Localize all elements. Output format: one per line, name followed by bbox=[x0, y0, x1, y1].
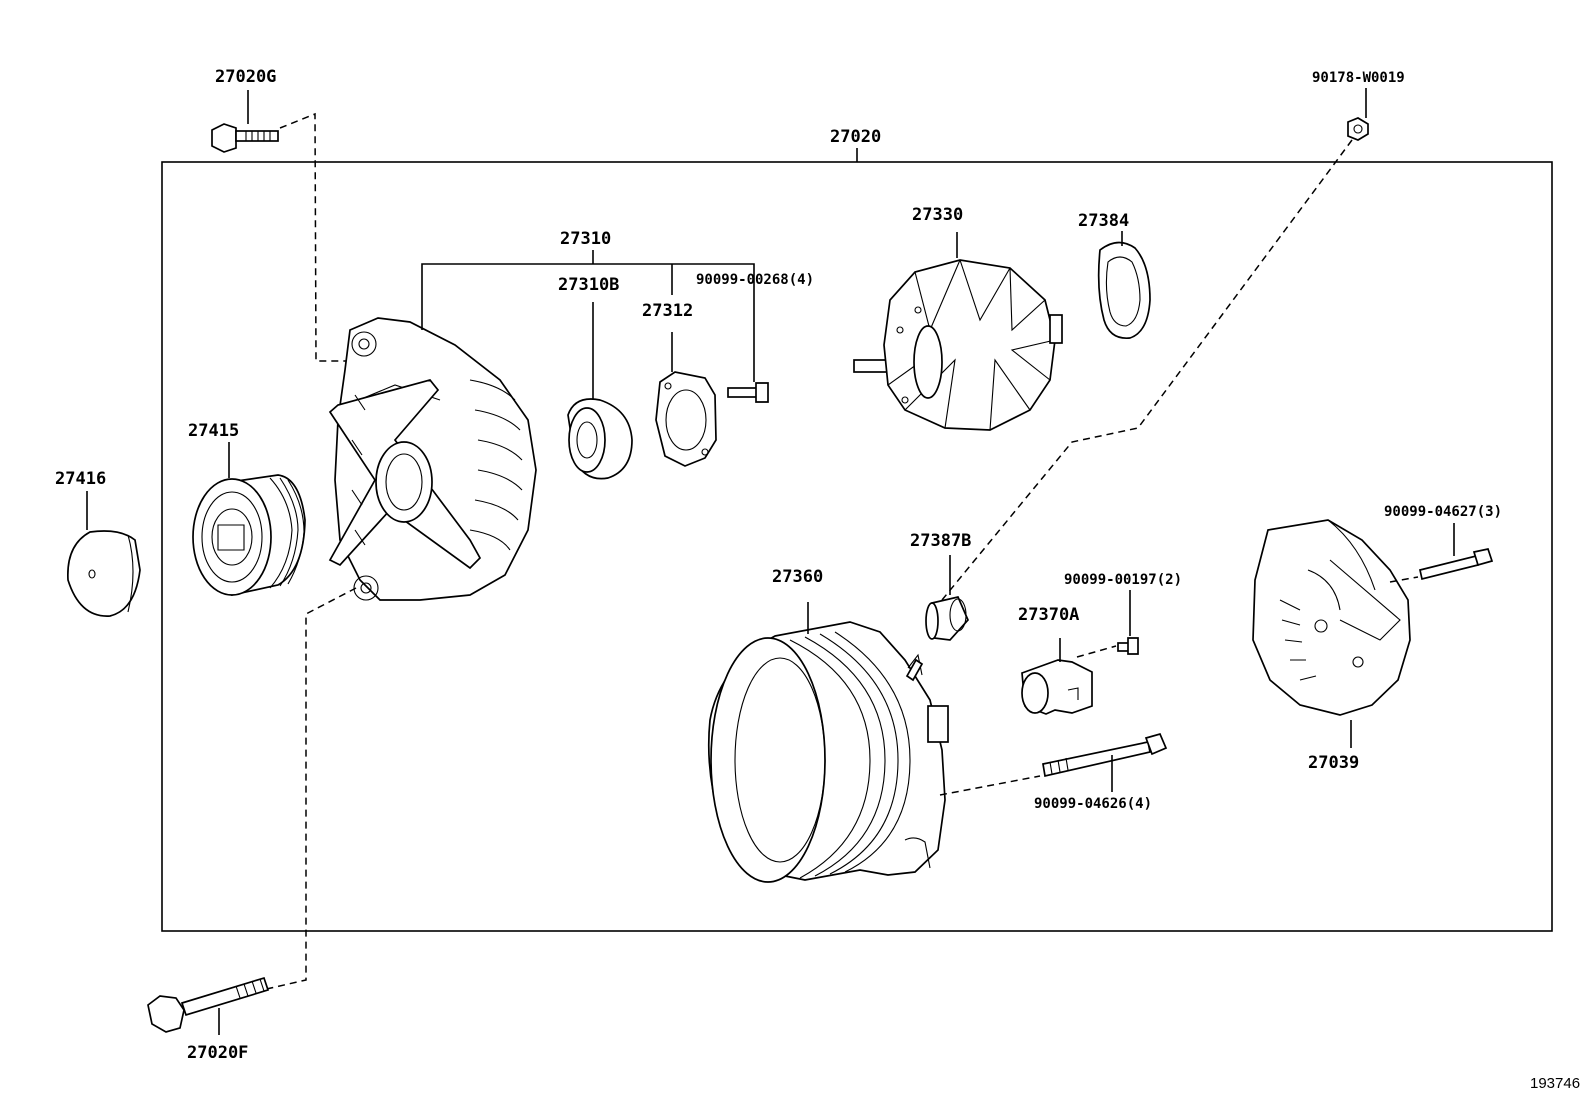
nut-90178-W0019[interactable] bbox=[1347, 117, 1369, 141]
rear-end-cover-27039[interactable] bbox=[1252, 519, 1411, 716]
rotor-27330[interactable] bbox=[853, 259, 1063, 431]
bolt-90099-04627[interactable] bbox=[1418, 548, 1494, 581]
label-27330: 27330 bbox=[912, 205, 963, 225]
pulley-27415[interactable] bbox=[192, 474, 306, 597]
cap-27416[interactable] bbox=[67, 530, 141, 617]
label-27415: 27415 bbox=[188, 421, 239, 441]
label-27360: 27360 bbox=[772, 567, 823, 587]
label-27020: 27020 bbox=[830, 127, 881, 147]
brush-holder-27370A[interactable] bbox=[1021, 659, 1093, 715]
bearing-27310B[interactable] bbox=[567, 398, 633, 480]
label-90099-00268: 90099-00268(4) bbox=[696, 272, 814, 288]
bolt-27020F[interactable] bbox=[147, 976, 270, 1033]
label-90178-W0019: 90178-W0019 bbox=[1312, 70, 1405, 86]
screw-90099-00268[interactable] bbox=[727, 382, 769, 403]
label-27310B: 27310B bbox=[558, 275, 619, 295]
retainer-plate-27312[interactable] bbox=[655, 371, 717, 467]
label-27387B: 27387B bbox=[910, 531, 971, 551]
bolt-27020G[interactable] bbox=[211, 123, 279, 153]
label-27370A: 27370A bbox=[1018, 605, 1079, 625]
stator-housing-27360[interactable] bbox=[707, 621, 949, 883]
label-27416: 27416 bbox=[55, 469, 106, 489]
label-27310: 27310 bbox=[560, 229, 611, 249]
drive-end-frame-27310[interactable] bbox=[328, 317, 537, 601]
label-90099-00197: 90099-00197(2) bbox=[1064, 572, 1182, 588]
label-27039: 27039 bbox=[1308, 753, 1359, 773]
through-bolt-90099-04626[interactable] bbox=[1042, 732, 1168, 778]
label-27020G: 27020G bbox=[215, 67, 276, 87]
label-90099-04626: 90099-04626(4) bbox=[1034, 796, 1152, 812]
label-90099-04627: 90099-04627(3) bbox=[1384, 504, 1502, 520]
label-27020F: 27020F bbox=[187, 1043, 248, 1063]
figure-number: 193746 bbox=[1530, 1075, 1580, 1092]
bushing-27387B[interactable] bbox=[925, 596, 969, 641]
insulator-ring-27384[interactable] bbox=[1097, 241, 1151, 340]
label-27384: 27384 bbox=[1078, 211, 1129, 231]
screw-90099-00197[interactable] bbox=[1117, 637, 1139, 655]
label-27312: 27312 bbox=[642, 301, 693, 321]
